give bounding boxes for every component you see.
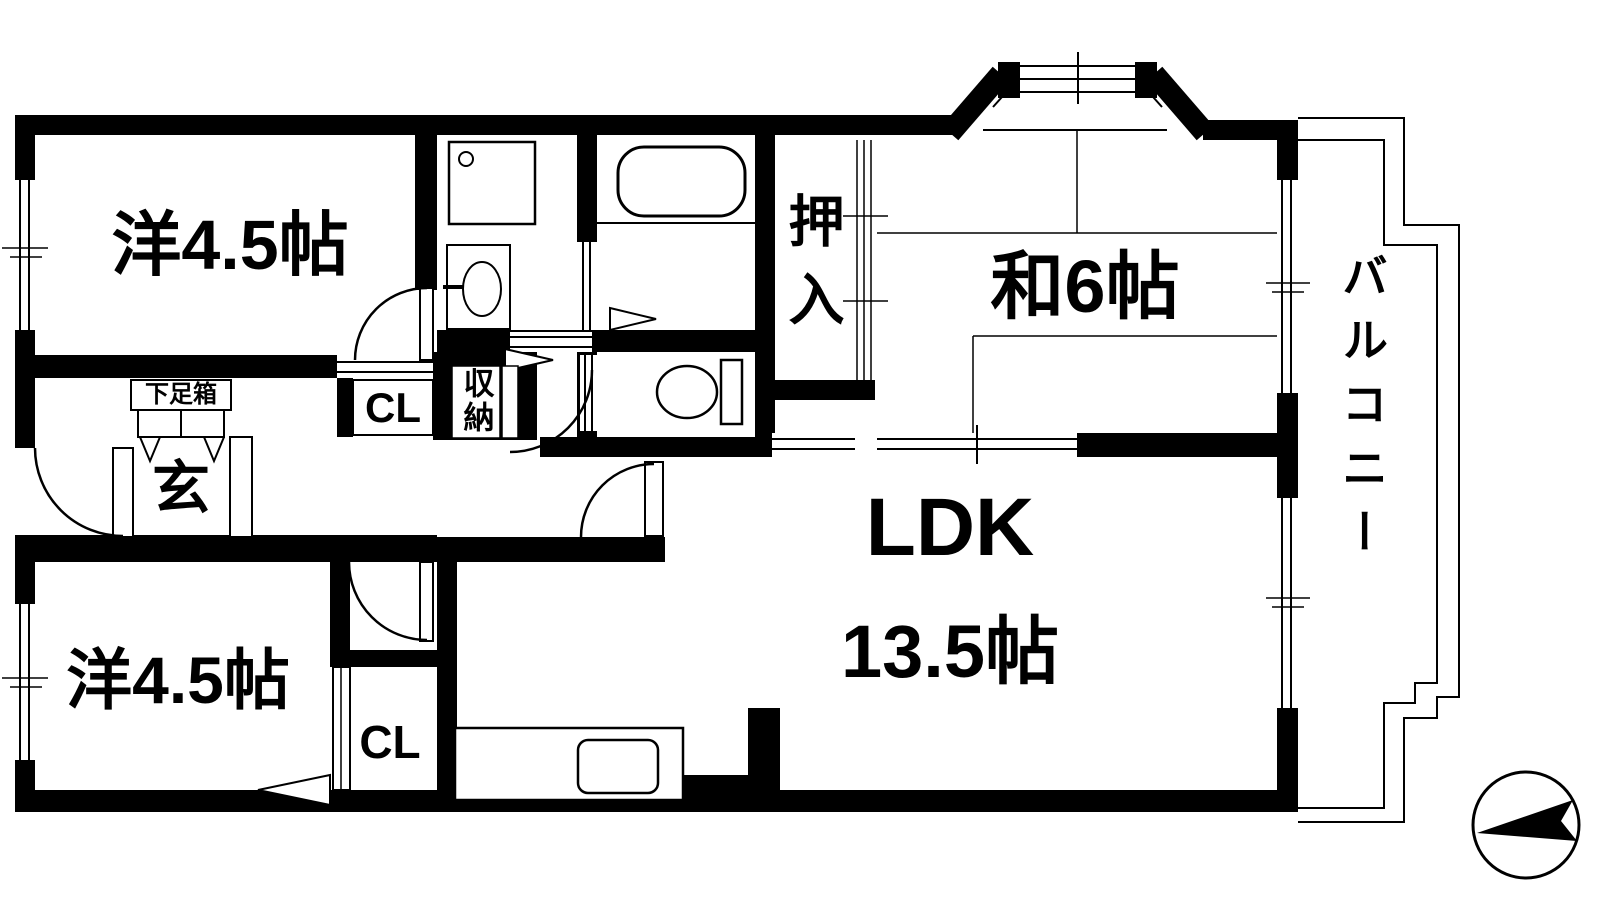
wall [437, 562, 457, 790]
room-label-entrance: 玄 [151, 456, 211, 521]
closet-boxes [229, 365, 519, 538]
hinged-doors [33, 286, 664, 642]
room-size-ldk: 13.5帖 [840, 610, 1060, 693]
wall [437, 330, 775, 352]
wall [748, 708, 780, 812]
balcony-railing [1298, 117, 1460, 823]
wall [333, 650, 437, 667]
room-label-japanese: 和6帖 [990, 245, 1180, 328]
room-label-balcony: バルコニー [1336, 252, 1388, 572]
windows [2, 180, 1310, 760]
wall [15, 535, 437, 562]
wall [1277, 708, 1298, 810]
bathtub [616, 145, 747, 218]
wall [1077, 433, 1277, 457]
closet-top-box [352, 379, 434, 436]
wall [757, 380, 875, 400]
wall [577, 115, 597, 242]
washbasin [443, 244, 511, 330]
window-west-bottom [2, 604, 48, 760]
wall [1277, 393, 1298, 498]
wall [330, 535, 350, 667]
washroom-door [509, 369, 594, 454]
fixtures [130, 140, 747, 802]
wall [337, 378, 353, 437]
entrance-step [229, 436, 253, 538]
door-direction-arrow [609, 306, 657, 332]
room-label-western-top: 洋4.5帖 [111, 206, 349, 284]
washing-machine-pan [447, 140, 537, 226]
entrance-door [33, 447, 134, 538]
tatami-lines [597, 130, 1277, 433]
wall [15, 330, 35, 448]
wall [1277, 120, 1298, 180]
north-arrow-icon [1477, 800, 1577, 841]
bedroom-bottom-door [347, 561, 434, 642]
kitchen-sink [576, 738, 660, 795]
bay-window [941, 52, 1214, 141]
toilet [655, 358, 744, 426]
bedroom-top-door [353, 286, 434, 361]
closet-top-sliding-door [337, 357, 433, 378]
oshiire-fusuma [843, 140, 888, 380]
wall [437, 537, 665, 562]
wall [540, 437, 775, 457]
ldk-door [579, 461, 664, 538]
kitchen-counter [453, 726, 685, 802]
room-label-closet-bottom: CL [359, 716, 421, 768]
wall [1203, 120, 1298, 140]
corner-marks [16, 116, 664, 561]
hall-tatami-sliding-door [772, 433, 855, 457]
window-east-ldk [1266, 498, 1310, 708]
wall [15, 355, 337, 378]
window-west-top [2, 180, 48, 330]
closet-bottom-sliding-door [257, 666, 351, 807]
door-direction-arrow [257, 773, 331, 807]
label-shoe-cabinet: 下足箱 [145, 381, 217, 408]
room-label-oshiire: 押入 [781, 192, 844, 348]
storage-door-leaf [501, 365, 519, 439]
storage-box [451, 365, 501, 439]
sliding-doors [257, 140, 1077, 807]
room-label-storage: 収納 [458, 367, 494, 435]
window-east-tatami [1266, 180, 1310, 393]
room-label-ldk: LDK [865, 482, 1035, 573]
room-label-western-bottom: 洋4.5帖 [66, 643, 290, 717]
wall [15, 115, 955, 135]
bathroom-sliding-door [578, 242, 657, 332]
tatami-ldk-fusuma [877, 425, 1077, 464]
wall [755, 115, 775, 457]
room-label-closet-top: CL [365, 384, 421, 431]
shoe-rack [130, 379, 232, 464]
wall [415, 115, 437, 290]
compass [1471, 770, 1581, 880]
